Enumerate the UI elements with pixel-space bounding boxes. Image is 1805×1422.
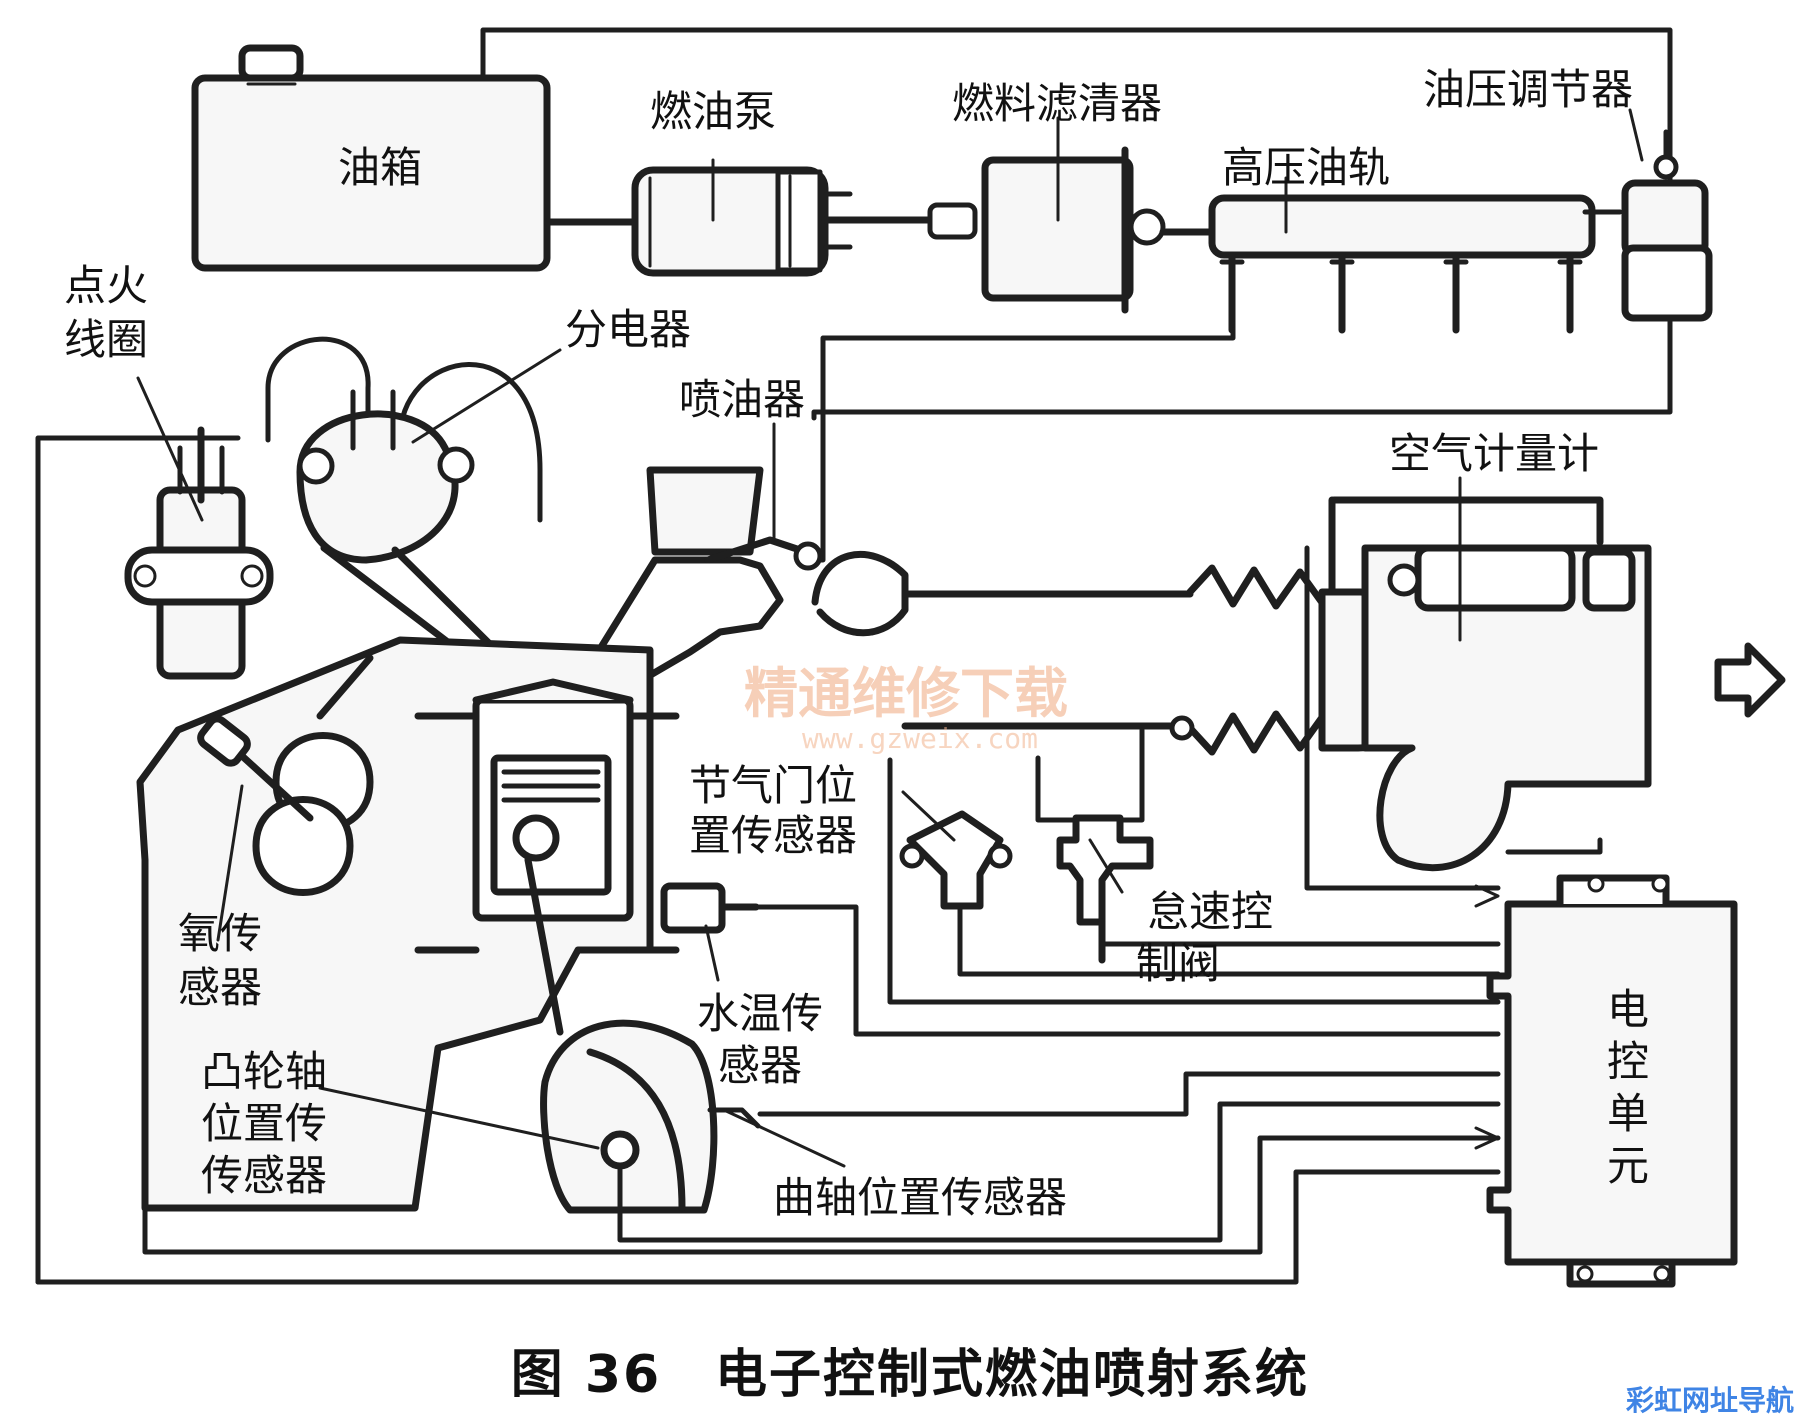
idle-control-valve (1056, 814, 1154, 926)
pressure-regulator-top (1621, 179, 1709, 259)
distributor-lug-left (297, 447, 335, 485)
pressure-regulator-bottom (1621, 244, 1713, 322)
fuel-filter-outlet-cap (1128, 208, 1166, 246)
throttle-plenum (646, 466, 764, 556)
water-temp-label-line1: 水温传 (697, 989, 823, 1038)
air-meter-pipe (1330, 496, 1604, 546)
bellows-top (1186, 564, 1327, 610)
watermark-main: 精通维修下载 (744, 662, 1068, 725)
fuel-pump-end (775, 169, 823, 273)
ecu-top-mount (1556, 874, 1670, 908)
rail-injectors (1219, 251, 1583, 334)
fuel-tank (191, 74, 551, 272)
ignition-coil-bolt-left (133, 564, 157, 588)
figure-number: 图 36 (511, 1345, 661, 1405)
injector-nozzle (793, 541, 823, 571)
oxygen-sensor-label-line2: 感器 (178, 963, 262, 1012)
fuel-rail (1208, 194, 1596, 259)
ignition-coil-label-line1: 点火 (64, 261, 148, 310)
pressure-regulator-port (1653, 154, 1679, 180)
distributor-cap (296, 410, 459, 564)
bellows-bottom (1186, 710, 1327, 756)
cam-center (600, 1130, 640, 1170)
air-meter-body (1361, 544, 1652, 872)
crankshaft-sensor-tip (707, 1107, 761, 1129)
fuel-filter-label: 燃料滤清器 (952, 79, 1162, 128)
corner-mark: 彩虹网址导航 (1626, 1384, 1794, 1417)
ecu-label-line2: 控 (1607, 1037, 1649, 1086)
idle-valve-label-line1: 怠速控 (1147, 887, 1273, 936)
ecu-wiring (35, 435, 1603, 1285)
throttle-sensor-bolt-left (899, 843, 925, 869)
distributor-spark-wire (397, 362, 543, 523)
piston-pin (512, 814, 560, 862)
throttle-position-sensor (906, 810, 1004, 910)
throttle-sensor-bolt-right (987, 843, 1013, 869)
fuel-pump-label: 燃油泵 (650, 87, 776, 136)
pressure-regulator-label: 油压调节器 (1423, 65, 1633, 114)
ecu-label-line3: 单 (1607, 1089, 1649, 1138)
idle-valve-hose (1035, 755, 1079, 823)
idle-valve-port (1169, 715, 1195, 741)
throttle-sensor-label-line1: 节气门位 (689, 761, 857, 810)
air-meter-top-cap (1582, 548, 1636, 612)
camshaft-label-line1: 凸轮轴 (201, 1047, 327, 1096)
ecu-bottom-bolt-right (1653, 1265, 1671, 1283)
distributor-label: 分电器 (565, 305, 691, 354)
cam-gear-arc (586, 1048, 686, 1212)
throttle-sensor-label-line2: 置传感器 (689, 811, 857, 860)
distributor-lug-right (437, 446, 475, 484)
injector-label: 喷油器 (679, 375, 805, 424)
injector-feed-line (805, 327, 1236, 563)
air-flow-meter-label: 空气计量计 (1389, 429, 1599, 478)
idle-valve-label-line2: 制阀 (1136, 939, 1220, 988)
exhaust-upper-neck (316, 654, 374, 720)
crankshaft-sensor-label: 曲轴位置传感器 (773, 1173, 1067, 1222)
air-meter-top-cylinder (1414, 544, 1576, 612)
ecu-bottom-mount (1566, 1258, 1676, 1288)
watermark-url: www.gzweix.com (802, 722, 1038, 755)
ecu-label-line1: 电 (1607, 985, 1649, 1034)
exhaust-loop-bottom (252, 796, 354, 896)
ignition-coil-label-line2: 线圈 (64, 315, 148, 364)
intake-manifold-bulb (811, 550, 909, 637)
coil-distributor-wire (265, 336, 371, 445)
ecu-top-bolt-left (1587, 875, 1605, 893)
cam-cover (540, 1019, 718, 1214)
oxygen-sensor-label-line1: 氧传 (178, 909, 262, 958)
high-pressure-rail-label: 高压油轨 (1222, 143, 1390, 192)
ecu-label-line4: 元 (1607, 1141, 1649, 1190)
cylinder-head-top (472, 678, 634, 704)
camshaft-label-line3: 传感器 (201, 1151, 327, 1200)
ecu-top-bolt-right (1651, 875, 1669, 893)
connecting-rod (524, 856, 564, 1036)
water-temp-label-line2: 感器 (718, 1041, 802, 1090)
water-temp-sensor (660, 882, 726, 934)
figure-title: 电子控制式燃油喷射系统 (715, 1345, 1309, 1405)
idle-valve-return (1117, 727, 1145, 823)
label-leaders (136, 108, 1644, 1168)
ignition-coil-bracket (124, 546, 274, 606)
fuel-tank-cap (238, 44, 304, 82)
ignition-coil-bolt-right (240, 564, 264, 588)
pump-filter-fitting (927, 202, 978, 240)
oxygen-sensor-head (197, 715, 251, 767)
fuel-tank-label: 油箱 (338, 143, 422, 192)
ecu-bottom-bolt-left (1576, 1265, 1594, 1283)
left-arrow-icon (1714, 642, 1786, 718)
camshaft-label-line2: 位置传 (201, 1099, 327, 1148)
air-meter-pivot (1387, 563, 1421, 597)
